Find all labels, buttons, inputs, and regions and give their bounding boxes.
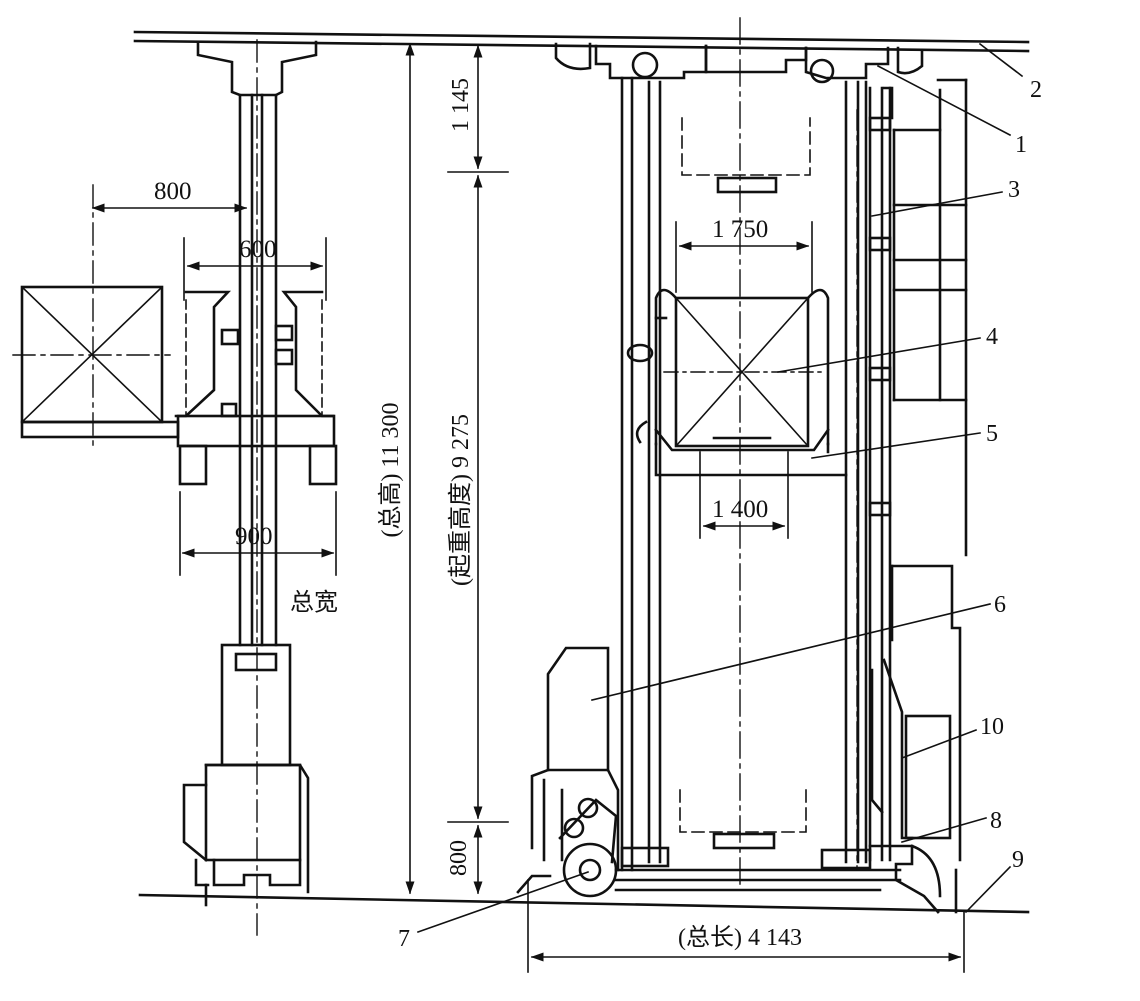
side-view-base (182, 643, 310, 907)
dimension-labels: 800 600 900 总宽 1 145 (总高) 11 300 (起重高度) … (154, 78, 802, 951)
electrical-cabinet (870, 564, 962, 862)
floor-line (138, 893, 1030, 914)
upper-fork-slot (716, 176, 778, 194)
callout-10: 10 (980, 714, 1004, 740)
dim-total-height: (总高) 11 300 (377, 402, 404, 537)
dim-side-overall-width: 900 (235, 523, 273, 550)
dim-lift-height: (起重高度) 9 275 (447, 414, 474, 586)
callout-6: 6 (994, 592, 1006, 618)
cabin (530, 646, 620, 872)
rack-structure (892, 78, 968, 557)
dim-bottom-clearance: 800 (446, 840, 472, 876)
callout-1: 1 (1015, 132, 1027, 158)
upper-dashed-pallet (681, 117, 811, 176)
dim-fork-width: 1 400 (712, 496, 768, 523)
top-rail (133, 30, 1030, 53)
callout-5: 5 (986, 421, 998, 447)
front-view-top-frame (554, 42, 924, 84)
guide-rail-end (868, 844, 958, 914)
dim-side-offset: 800 (154, 178, 192, 205)
drive-wheels (558, 797, 618, 898)
front-view-ladder (868, 86, 894, 862)
callout-8: 8 (990, 808, 1002, 834)
dim-total-width-label: 总宽 (290, 589, 338, 616)
callout-4: 4 (986, 324, 998, 350)
side-view-load (20, 285, 180, 439)
dim-top-clearance: 1 145 (448, 78, 474, 132)
dim-total-length: (总长) 4 143 (678, 924, 802, 951)
callout-labels: 1 2 3 4 5 6 7 8 9 10 (398, 77, 1042, 952)
side-view-carriage (174, 290, 338, 486)
bottom-frame (516, 846, 902, 894)
dim-side-inner-width: 600 (239, 236, 277, 263)
callout-7: 7 (398, 926, 410, 952)
dim-pallet-width: 1 750 (712, 216, 768, 243)
front-view-mast (620, 76, 868, 872)
lower-fork-slot (712, 832, 776, 850)
callout-3: 3 (1008, 177, 1020, 203)
callout-2: 2 (1030, 77, 1042, 103)
lower-dashed-pallet (679, 789, 807, 833)
callout-9: 9 (1012, 847, 1024, 873)
